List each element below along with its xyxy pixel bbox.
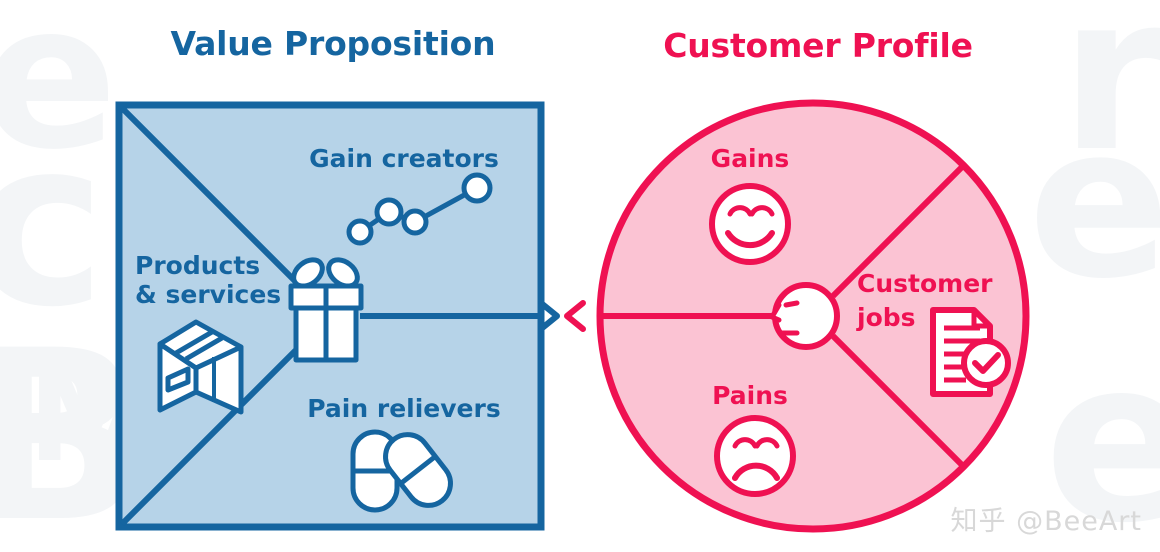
pills-icon xyxy=(350,429,453,513)
sad-face-icon xyxy=(714,415,796,497)
circle-divider-upper-right xyxy=(830,163,966,299)
circle-divider-lower-right xyxy=(830,333,966,469)
document-check-icon xyxy=(930,307,1011,397)
zhihu-watermark: 知乎 @BeeArt xyxy=(950,506,1142,537)
label-pains: Pains xyxy=(712,381,788,410)
line-chart-icon xyxy=(346,172,493,246)
gift-box-icon[interactable] xyxy=(288,254,364,363)
arrow-head-left xyxy=(564,300,586,332)
square-diagonal-top xyxy=(119,105,303,289)
label-gain-creators: Gain creators xyxy=(309,144,499,173)
label-customer-jobs-line2: jobs xyxy=(856,303,916,332)
label-customer-jobs-line1: Customer xyxy=(857,269,993,298)
square-diagonal-bottom xyxy=(119,343,303,527)
happy-face-icon xyxy=(709,183,791,265)
label-gains: Gains xyxy=(711,144,790,173)
label-pain-relievers: Pain relievers xyxy=(307,394,500,423)
label-products-services-line2: & services xyxy=(135,280,281,309)
customer-profile-title: Customer Profile xyxy=(663,26,973,65)
fit-connector xyxy=(538,300,586,332)
label-products-services-line1: Products xyxy=(135,251,260,280)
customer-head-icon[interactable] xyxy=(769,282,840,350)
package-box-icon xyxy=(157,319,244,415)
arrow-head-right xyxy=(538,300,560,332)
value-proposition-title: Value Proposition xyxy=(170,24,496,63)
